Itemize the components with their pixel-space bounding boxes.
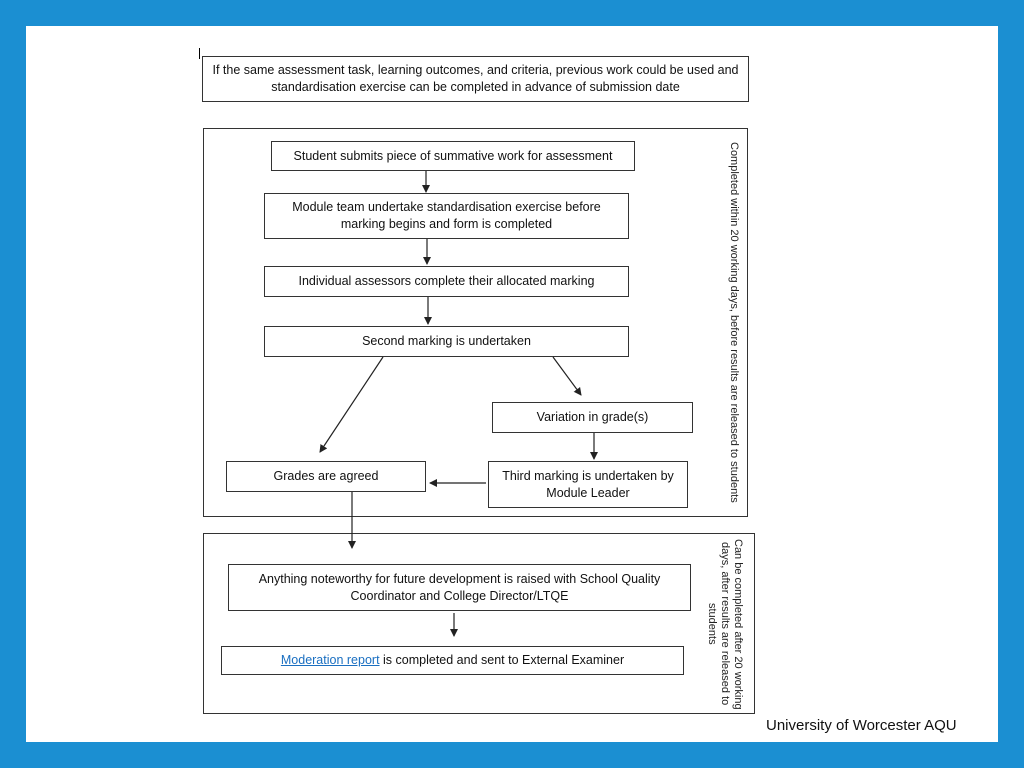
step-individual-marking-text: Individual assessors complete their allo… xyxy=(298,274,595,288)
step-variation: Variation in grade(s) xyxy=(492,402,693,433)
step-submit: Student submits piece of summative work … xyxy=(271,141,635,171)
step-standardisation: Module team undertake standardisation ex… xyxy=(264,193,629,239)
after-20-days-label: Can be completed after 20 working days, … xyxy=(706,538,744,710)
arrow-second-to-agreed xyxy=(319,356,384,453)
step-submit-text: Student submits piece of summative work … xyxy=(293,148,613,163)
step-noteworthy: Anything noteworthy for future developme… xyxy=(228,564,691,611)
step-moderation-report-text: Moderation report is completed and sent … xyxy=(281,652,624,669)
after-20-days-frame xyxy=(203,533,755,714)
step-noteworthy-text: Anything noteworthy for future developme… xyxy=(258,571,661,603)
text-cursor xyxy=(199,48,200,59)
moderation-report-link[interactable]: Moderation report xyxy=(280,653,380,667)
note-box: If the same assessment task, learning ou… xyxy=(202,56,749,102)
step-moderation-report: Moderation report is completed and sent … xyxy=(221,646,684,675)
within-20-days-label: Completed within 20 working days, before… xyxy=(728,141,740,503)
footer-credit: University of Worcester AQU xyxy=(766,717,957,734)
step-second-marking-text: Second marking is undertaken xyxy=(362,334,531,348)
step-third-marking: Third marking is undertaken by Module Le… xyxy=(488,461,688,508)
step-individual-marking: Individual assessors complete their allo… xyxy=(264,266,629,297)
step-standardisation-text: Module team undertake standardisation ex… xyxy=(292,200,601,231)
step-third-marking-text: Third marking is undertaken by Module Le… xyxy=(502,468,674,500)
arrow-second-to-variation xyxy=(552,356,582,396)
step-grades-agreed-text: Grades are agreed xyxy=(273,469,379,483)
step-grades-agreed: Grades are agreed xyxy=(226,461,426,492)
step-variation-text: Variation in grade(s) xyxy=(536,410,649,424)
within-20-days-frame xyxy=(203,128,748,517)
step-second-marking: Second marking is undertaken xyxy=(264,326,629,357)
moderation-report-rest: is completed and sent to External Examin… xyxy=(379,653,625,667)
note-text: If the same assessment task, learning ou… xyxy=(212,63,739,94)
